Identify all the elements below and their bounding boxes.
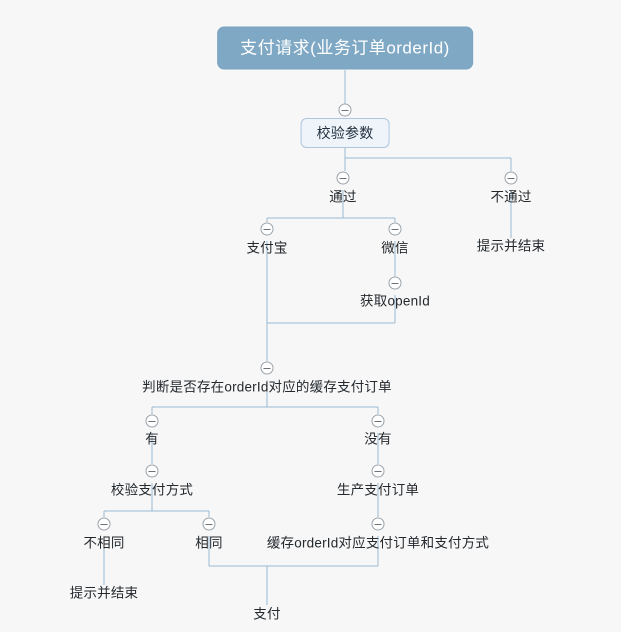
collapse-toggle-wechat[interactable]	[388, 222, 402, 236]
collapse-toggle-cache-order[interactable]	[371, 517, 385, 531]
node-pay[interactable]: 支付	[253, 606, 281, 622]
node-wechat[interactable]: 微信	[381, 240, 409, 256]
node-get-openid[interactable]: 获取openId	[360, 293, 430, 309]
collapse-toggle-not-same[interactable]	[97, 517, 111, 531]
node-no-cache[interactable]: 没有	[364, 431, 392, 447]
node-create-pay-order[interactable]: 生产支付订单	[336, 482, 420, 498]
node-not-pass[interactable]: 不通过	[490, 189, 532, 205]
node-not-same[interactable]: 不相同	[83, 535, 125, 551]
collapse-toggle-validate-params[interactable]	[338, 103, 352, 117]
node-root[interactable]: 支付请求(业务订单orderId)	[217, 26, 473, 70]
node-has-cache[interactable]: 有	[145, 431, 159, 447]
collapse-toggle-has-cache[interactable]	[145, 414, 159, 428]
collapse-toggle-alipay[interactable]	[260, 222, 274, 236]
node-not-pass-end[interactable]: 提示并结束	[476, 238, 546, 254]
node-pass[interactable]: 通过	[329, 189, 357, 205]
node-cache-order[interactable]: 缓存orderId对应支付订单和支付方式	[266, 535, 490, 551]
collapse-toggle-create-pay-order[interactable]	[371, 464, 385, 478]
node-verify-pay-method[interactable]: 校验支付方式	[110, 482, 194, 498]
node-validate-params[interactable]: 校验参数	[300, 118, 390, 148]
collapse-toggle-get-openid[interactable]	[388, 276, 402, 290]
node-same[interactable]: 相同	[195, 535, 223, 551]
node-alipay[interactable]: 支付宝	[246, 240, 288, 256]
collapse-toggle-verify-pay-method[interactable]	[145, 464, 159, 478]
collapse-toggle-no-cache[interactable]	[371, 414, 385, 428]
collapse-toggle-pass[interactable]	[336, 171, 350, 185]
collapse-toggle-same[interactable]	[202, 517, 216, 531]
node-not-same-end[interactable]: 提示并结束	[69, 585, 139, 601]
collapse-toggle-check-cache[interactable]	[260, 361, 274, 375]
collapse-toggle-not-pass[interactable]	[504, 171, 518, 185]
node-check-cache[interactable]: 判断是否存在orderId对应的缓存支付订单	[142, 379, 392, 395]
